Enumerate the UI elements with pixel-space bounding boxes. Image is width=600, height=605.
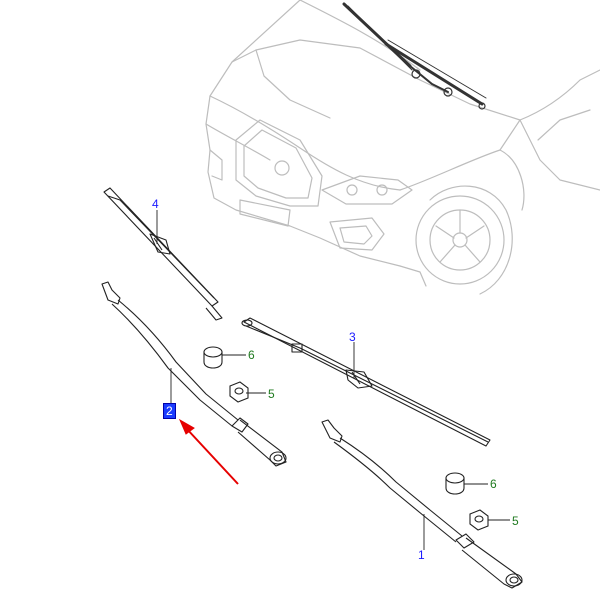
wiper-blade-part-3: [241, 317, 491, 447]
wiper-arm-part-1: [321, 419, 523, 589]
car-outline: [205, 0, 600, 295]
nut-part-5-lower: [469, 509, 489, 531]
callout-6-upper[interactable]: 6: [248, 348, 255, 362]
leader-lines: [156, 210, 510, 550]
callout-5-upper[interactable]: 5: [268, 387, 275, 401]
callout-1[interactable]: 1: [418, 548, 425, 562]
callout-3[interactable]: 3: [349, 330, 356, 344]
pointer-arrow: [178, 418, 239, 485]
cap-part-6-upper: [203, 346, 223, 369]
nut-part-5-upper: [229, 381, 249, 403]
car-wipers: [342, 2, 487, 110]
callout-4[interactable]: 4: [152, 197, 159, 211]
cap-part-6-lower: [445, 472, 465, 495]
wiper-arm-part-2: [101, 281, 287, 467]
wiper-blade-part-4: [103, 187, 223, 321]
callout-6-lower[interactable]: 6: [490, 477, 497, 491]
callout-2-selected[interactable]: 2: [163, 403, 176, 419]
callout-5-lower[interactable]: 5: [512, 514, 519, 528]
